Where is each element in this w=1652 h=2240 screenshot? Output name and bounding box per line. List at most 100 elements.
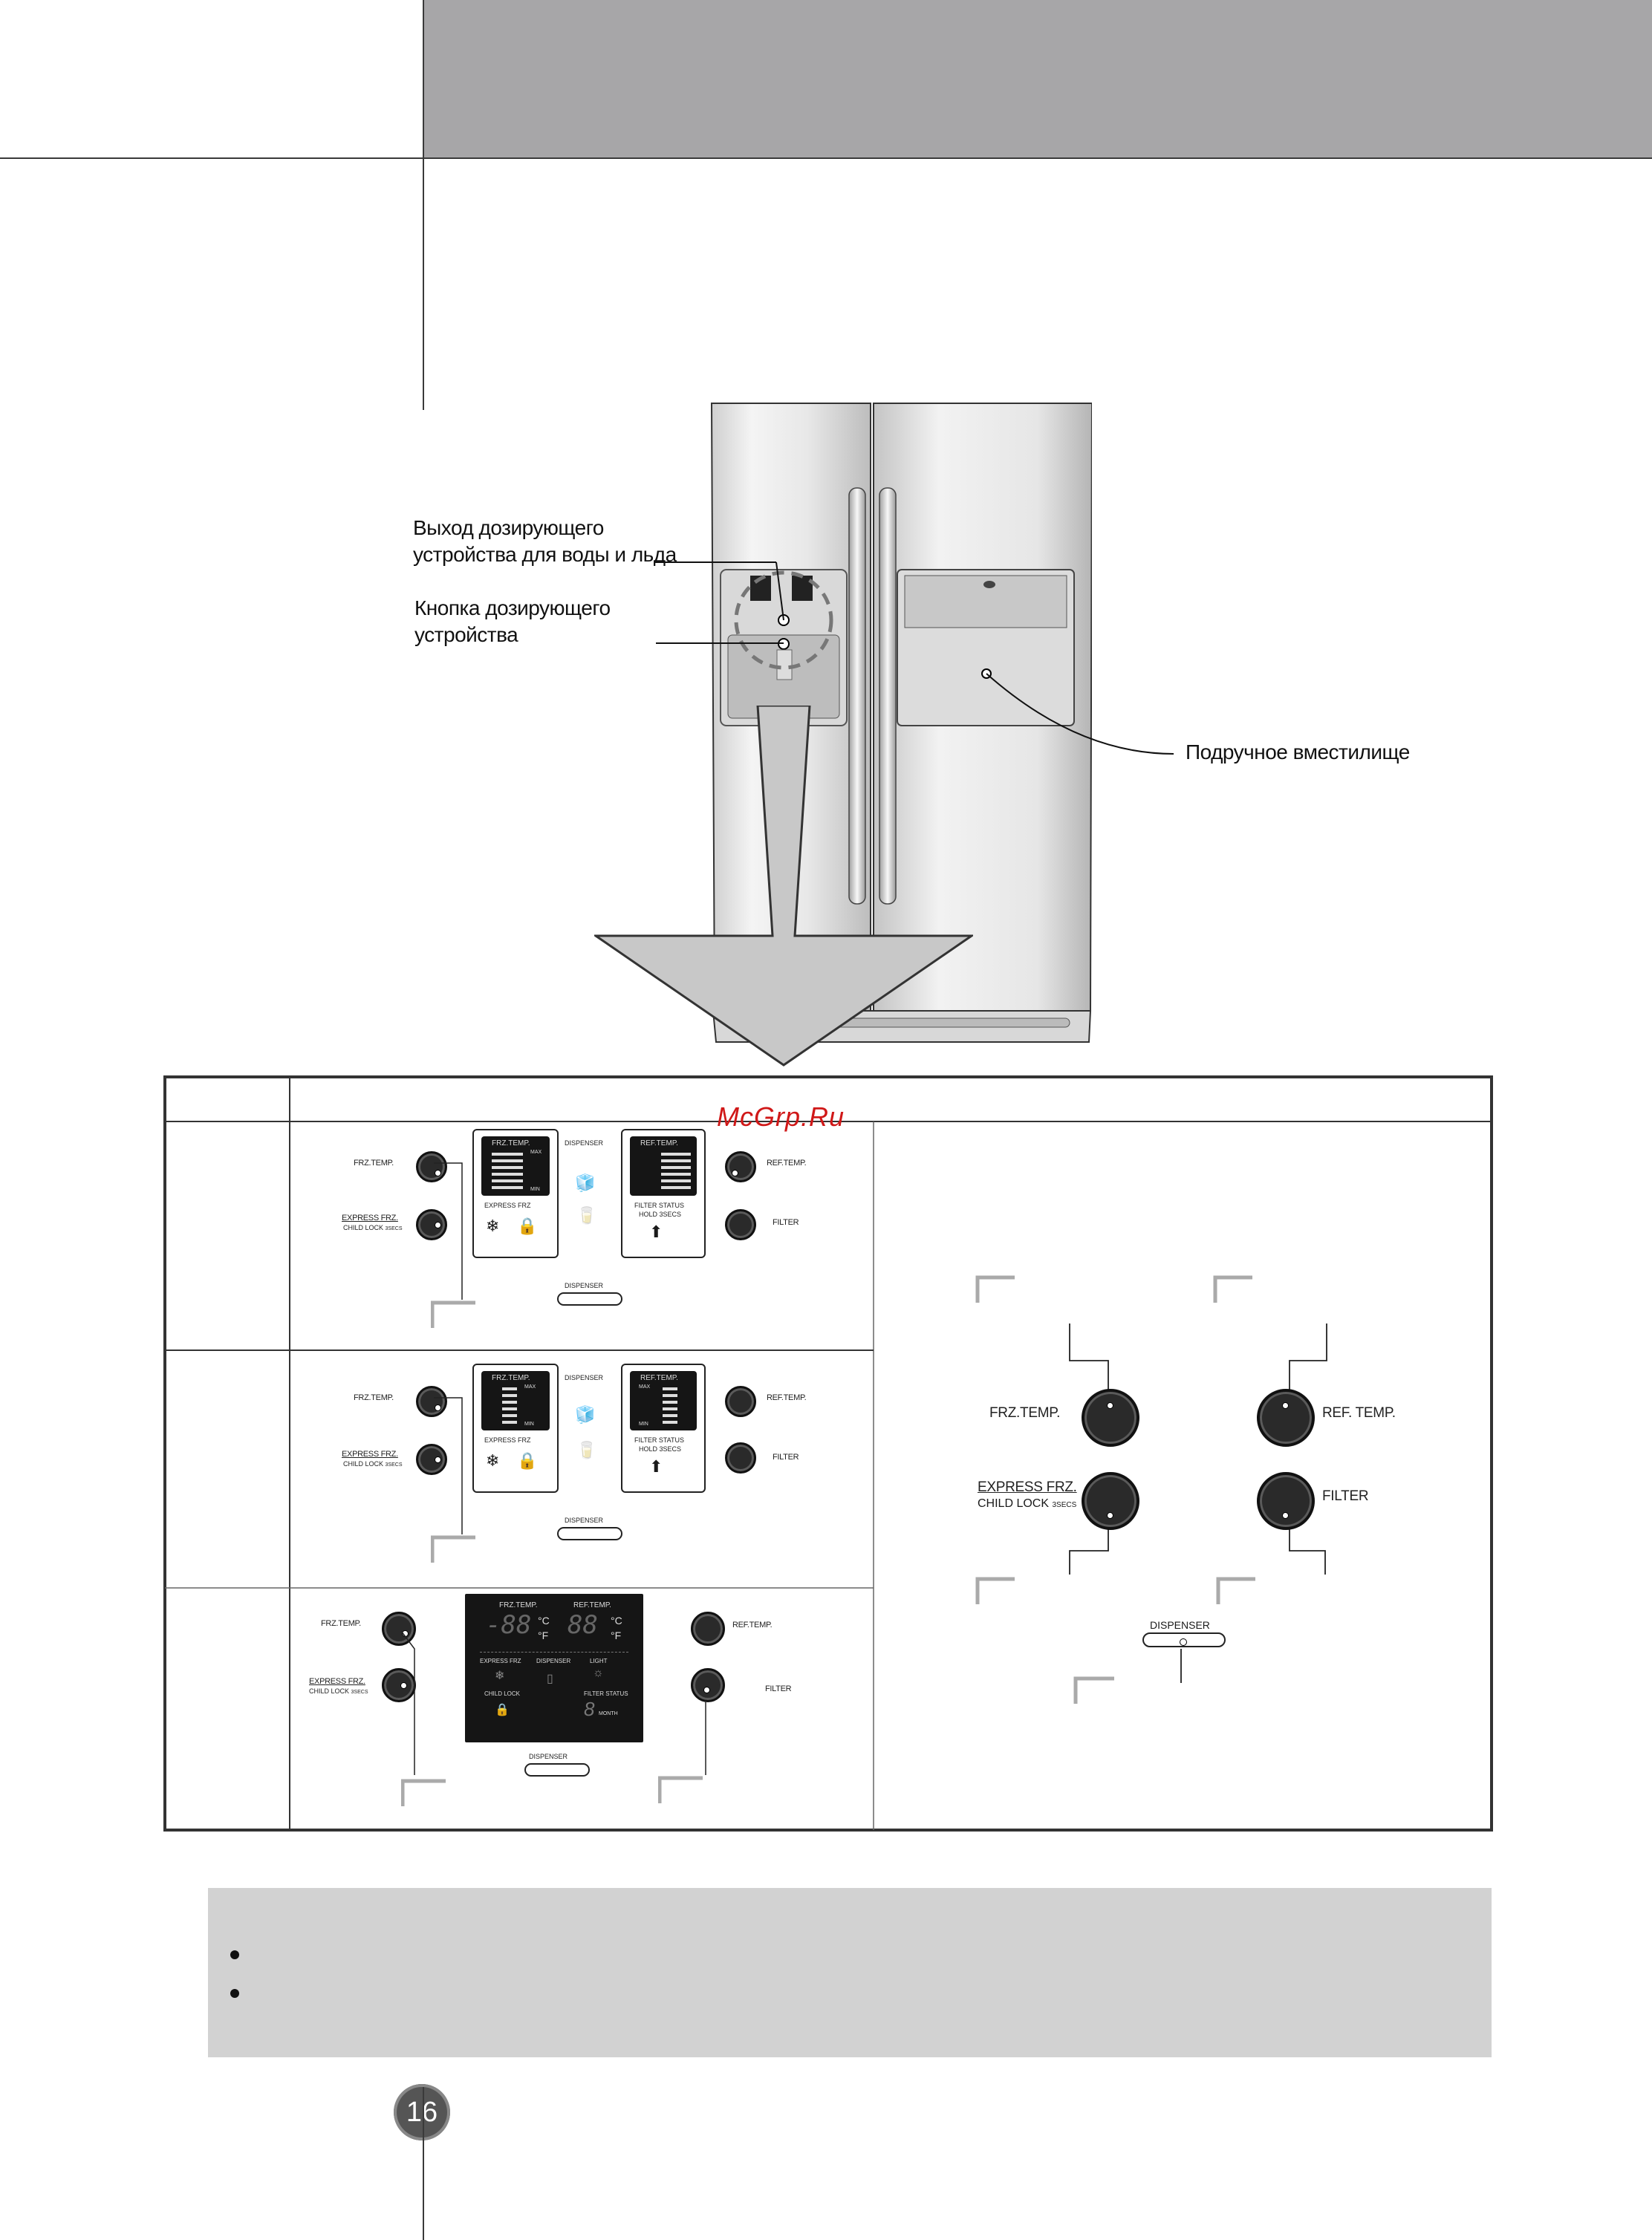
outlet-callout-line2: устройства для воды и льда — [413, 543, 677, 566]
dispenser-button[interactable] — [557, 1527, 622, 1540]
ref-lcd-display: REF.TEMP. — [630, 1136, 697, 1196]
frz-temp-label-large: FRZ.TEMP. — [989, 1405, 1061, 1421]
filter-button[interactable] — [725, 1442, 756, 1474]
temp-level-bars — [492, 1153, 523, 1193]
lcd-light: LIGHT — [590, 1658, 608, 1664]
lcd-ref-f: °F — [611, 1629, 622, 1641]
leader-lines — [434, 1162, 463, 1300]
dispenser-button[interactable] — [557, 1292, 622, 1306]
filter-label: FILTER — [765, 1684, 792, 1693]
lcd-min: MIN — [524, 1422, 534, 1427]
lcd-frz-f: °F — [538, 1629, 549, 1641]
lcd-frz-temp: FRZ.TEMP. — [492, 1374, 530, 1382]
water-cup-icon: 🥛 — [576, 1206, 597, 1225]
dispenser-label: DISPENSER — [529, 1753, 568, 1760]
filter-icon: ⬆ — [649, 1222, 663, 1241]
frz-temp-label: FRZ.TEMP. — [354, 1393, 394, 1402]
corner-mark — [401, 1779, 446, 1806]
filter-label: FILTER — [773, 1218, 799, 1227]
button-callout-line2: устройства — [414, 623, 518, 646]
callout-leaders — [655, 561, 1174, 755]
controls-table-grid — [163, 1075, 1493, 1832]
express-frz-button[interactable] — [416, 1444, 447, 1475]
note-box — [208, 1888, 1492, 2057]
snowflake-icon: ❄ — [495, 1670, 505, 1682]
ref-temp-button[interactable] — [725, 1151, 756, 1182]
frz-temp-button[interactable] — [416, 1386, 447, 1417]
filter-button-large[interactable] — [1257, 1472, 1315, 1530]
leader-lines — [434, 1397, 463, 1534]
lcd-month: MONTH — [599, 1711, 618, 1716]
lcd-ref-temp: REF.TEMP. — [640, 1374, 678, 1382]
down-arrow-icon — [594, 706, 973, 1067]
frz-temp-button-large[interactable] — [1082, 1389, 1139, 1447]
filter-label-large: FILTER — [1322, 1488, 1369, 1504]
lcd-filter-digit: 8 — [584, 1698, 595, 1720]
outlet-callout: Выход дозирующего устройства для воды и … — [413, 515, 677, 568]
express-frz-button[interactable] — [416, 1209, 447, 1240]
header-rule — [0, 157, 1652, 159]
page-number: 16 — [394, 2084, 450, 2140]
ref-lcd-panel: REF.TEMP. FILTER STATUS HOLD 3SECS ⬆ — [621, 1129, 706, 1258]
express-frz-label-large: EXPRESS FRZ. — [978, 1479, 1077, 1495]
dispenser-button-large[interactable] — [1142, 1632, 1226, 1647]
enlarged-guides — [975, 1275, 1327, 1704]
express-frz-label: EXPRESS FRZ. — [342, 1450, 398, 1459]
control-panel-3: FRZ.TEMP. EXPRESS FRZ. CHILD LOCK 3SECS … — [297, 1589, 862, 1827]
storage-callout: Подручное вместилище — [1186, 740, 1410, 764]
ref-lcd-display: REF.TEMP. MAX MIN — [630, 1371, 697, 1430]
lcd-full-display: FRZ.TEMP. REF.TEMP. -88 °C °F 88 °C °F E… — [465, 1594, 643, 1742]
filter-icon: ⬆ — [649, 1457, 663, 1476]
lcd-hold: HOLD 3SECS — [639, 1445, 682, 1453]
lcd-frz-c: °C — [538, 1615, 550, 1627]
lcd-ref-c: °C — [611, 1615, 622, 1627]
child-lock-label: CHILD LOCK 3SECS — [309, 1687, 368, 1695]
lcd-filter-status: FILTER STATUS — [634, 1436, 685, 1444]
frz-temp-button[interactable] — [382, 1612, 416, 1646]
filter-label: FILTER — [773, 1453, 799, 1462]
lcd-max: MAX — [639, 1384, 651, 1390]
water-cup-icon: 🥛 — [576, 1441, 597, 1459]
button-callout: Кнопка дозирующего устройства — [414, 595, 611, 648]
dispenser-button[interactable] — [524, 1763, 590, 1777]
ref-level-bars — [661, 1153, 691, 1193]
lcd-hold: HOLD 3SECS — [639, 1211, 682, 1218]
frz-temp-label: FRZ.TEMP. — [354, 1159, 394, 1168]
ref-temp-button[interactable] — [691, 1612, 725, 1646]
frz-lcd-display: FRZ.TEMP. MAX MIN — [481, 1136, 550, 1196]
filter-button[interactable] — [691, 1668, 725, 1702]
lock-icon: 🔒 — [495, 1704, 510, 1716]
lcd-dispenser: DISPENSER — [536, 1658, 571, 1664]
frz-temp-label: FRZ.TEMP. — [321, 1619, 361, 1628]
dispenser-label: DISPENSER — [565, 1517, 604, 1524]
dispenser-lcd-label: DISPENSER — [565, 1139, 604, 1147]
frz-lcd-panel: FRZ.TEMP. MAX MIN EXPRESS FRZ ❄ 🔒 — [472, 1129, 559, 1258]
ref-temp-label: REF.TEMP. — [732, 1621, 773, 1629]
express-frz-label: EXPRESS FRZ. — [342, 1214, 398, 1222]
corner-mark — [431, 1300, 475, 1328]
lcd-ref-digits: 88 — [568, 1610, 598, 1640]
lcd-express-frz: EXPRESS FRZ — [484, 1202, 531, 1209]
header-bar — [423, 0, 1652, 158]
express-frz-button-large[interactable] — [1082, 1472, 1139, 1530]
lcd-ref-temp: REF.TEMP. — [640, 1139, 678, 1147]
filter-button[interactable] — [725, 1209, 756, 1240]
lcd-min: MIN — [639, 1422, 648, 1427]
watermark: McGrp.Ru — [717, 1101, 845, 1132]
control-panel-2: FRZ.TEMP. EXPRESS FRZ. CHILD LOCK 3SECS … — [297, 1352, 862, 1567]
ref-temp-button-large[interactable] — [1257, 1389, 1315, 1447]
child-lock-label-large: CHILD LOCK 3SECS — [978, 1497, 1077, 1510]
ref-temp-button[interactable] — [725, 1386, 756, 1417]
child-lock-label: CHILD LOCK 3SECS — [343, 1224, 403, 1231]
enlarged-controls: FRZ.TEMP. REF. TEMP. EXPRESS FRZ. CHILD … — [929, 1263, 1463, 1708]
ice-cup-icon: 🧊 — [575, 1405, 596, 1424]
outlet-callout-line1: Выход дозирующего — [413, 516, 604, 539]
frz-lcd-display: FRZ.TEMP. MAX MIN — [481, 1371, 550, 1430]
margin-rule — [423, 0, 424, 410]
lcd-express-frz: EXPRESS FRZ — [480, 1658, 521, 1664]
lcd-filter-status: FILTER STATUS — [584, 1690, 628, 1697]
lcd-max: MAX — [524, 1384, 536, 1390]
frz-temp-button[interactable] — [416, 1151, 447, 1182]
dispenser-lcd-label: DISPENSER — [565, 1374, 604, 1381]
lcd-frz-temp: FRZ.TEMP. — [492, 1139, 530, 1147]
